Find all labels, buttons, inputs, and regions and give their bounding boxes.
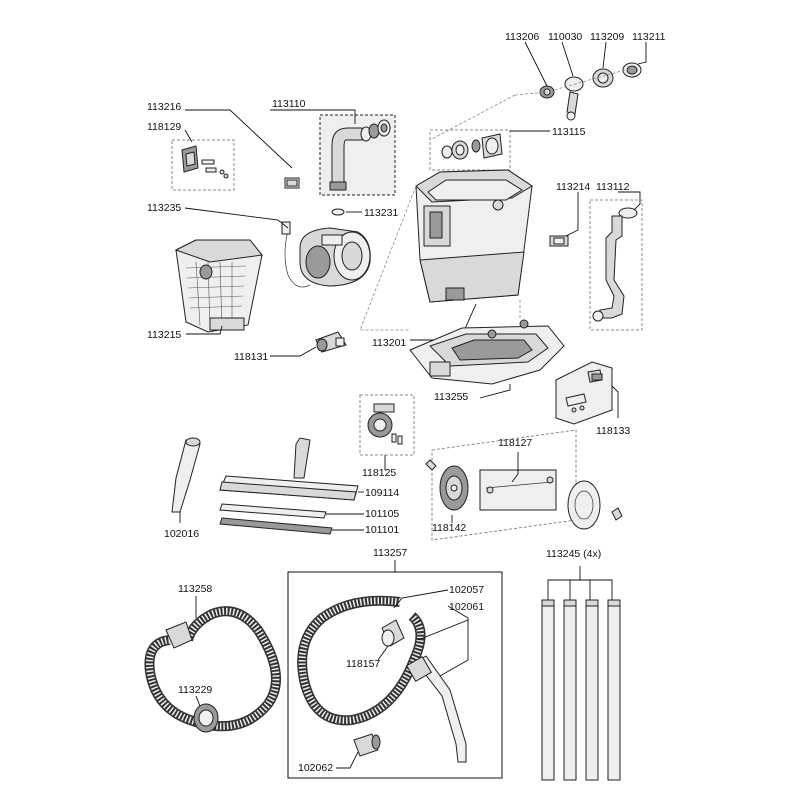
part-113255-base-chassis (409, 319, 565, 385)
part-113201-main-tank (415, 169, 533, 303)
leader-102061b (417, 619, 469, 641)
part-102016-crevice-nozzle (171, 437, 201, 513)
part-113112-drain-hose (592, 207, 638, 322)
label-113115: 113115 (552, 126, 586, 138)
leader-113229 (195, 695, 201, 707)
label-118133: 118133 (596, 425, 630, 437)
label-113258: 113258 (178, 583, 212, 595)
label-113206: 113206 (505, 31, 539, 43)
leader-113211 (637, 42, 647, 65)
part-101101-strip (219, 517, 333, 535)
part-118131-switch (315, 331, 347, 353)
part-113110-elbow-pipe (319, 114, 396, 196)
part-113257-hose (297, 595, 426, 726)
part-113258-hose (144, 606, 281, 732)
part-113231-o-ring (331, 208, 345, 216)
label-113110: 113110 (272, 98, 306, 110)
part-102062-adapter (353, 733, 381, 757)
part-109114-floor-nozzle (219, 437, 359, 501)
leader-113214 (565, 192, 579, 237)
leader-113206 (524, 41, 548, 87)
part-113214-latch (549, 235, 569, 247)
part-113115-filter-assembly (429, 129, 511, 171)
part-118127-wheel-kit (425, 429, 623, 541)
label-101101: 101101 (365, 524, 399, 536)
label-118125: 118125 (362, 467, 396, 479)
leader-118133 (611, 385, 619, 418)
leader-118129 (184, 129, 193, 143)
leader-113235 (184, 207, 289, 229)
label-113229: 113229 (178, 684, 212, 696)
label-113245: 113245 (4x) (546, 548, 601, 560)
part-102061-wand (406, 655, 467, 763)
leader-113215 (186, 325, 223, 335)
leader-113110 (270, 109, 356, 124)
leader-110030 (561, 41, 574, 77)
part-113229-hose-cuff (193, 703, 219, 733)
leader-118157 (377, 645, 389, 661)
leader-113209 (602, 41, 607, 69)
part-113209-nut (592, 68, 614, 88)
part-102057-hose-cuff (381, 619, 405, 647)
part-110030-plug-cap (564, 76, 584, 121)
label-118131: 118131 (234, 351, 268, 363)
label-113216: 113216 (147, 101, 181, 113)
label-118129: 118129 (147, 121, 181, 133)
leader-102061 (439, 605, 469, 677)
leader-118127 (511, 452, 519, 483)
label-113255: 113255 (434, 391, 468, 403)
leader-113112 (618, 191, 641, 211)
leader-118131 (270, 346, 317, 357)
label-113209: 113209 (590, 31, 624, 43)
part-118133-bracket-kit (555, 361, 613, 425)
leader-102057 (393, 589, 449, 609)
part-118125-caster (359, 394, 415, 456)
part-113211-seal-ring (622, 62, 642, 78)
part-113216-clip (284, 177, 300, 189)
leader-113216 (185, 109, 293, 169)
part-101105-strip (219, 503, 327, 519)
label-118157: 118157 (346, 658, 380, 670)
label-113231: 113231 (364, 207, 398, 219)
label-113112: 113112 (596, 181, 630, 193)
label-118127: 118127 (498, 437, 532, 449)
label-109114: 109114 (365, 487, 399, 499)
label-101105: 101105 (365, 508, 399, 520)
label-102016: 102016 (164, 528, 199, 540)
leader-113255 (479, 384, 511, 399)
label-102057: 102057 (449, 584, 484, 596)
label-118142: 118142 (432, 522, 466, 534)
part-113235-motor (281, 221, 371, 288)
label-113257: 113257 (373, 547, 407, 559)
label-110030: 110030 (548, 31, 582, 43)
label-113235: 113235 (147, 202, 181, 214)
label-113215: 113215 (147, 329, 181, 341)
part-118129-bracket-kit (171, 139, 235, 191)
part-113245-extension-tubes (541, 566, 621, 781)
part-113215-filter-basket (174, 239, 263, 333)
leader-102062 (336, 751, 359, 769)
label-113211: 113211 (632, 31, 666, 43)
label-102061: 102061 (449, 601, 484, 613)
label-113214: 113214 (556, 181, 590, 193)
label-102062: 102062 (298, 762, 333, 774)
label-113201: 113201 (372, 337, 406, 349)
